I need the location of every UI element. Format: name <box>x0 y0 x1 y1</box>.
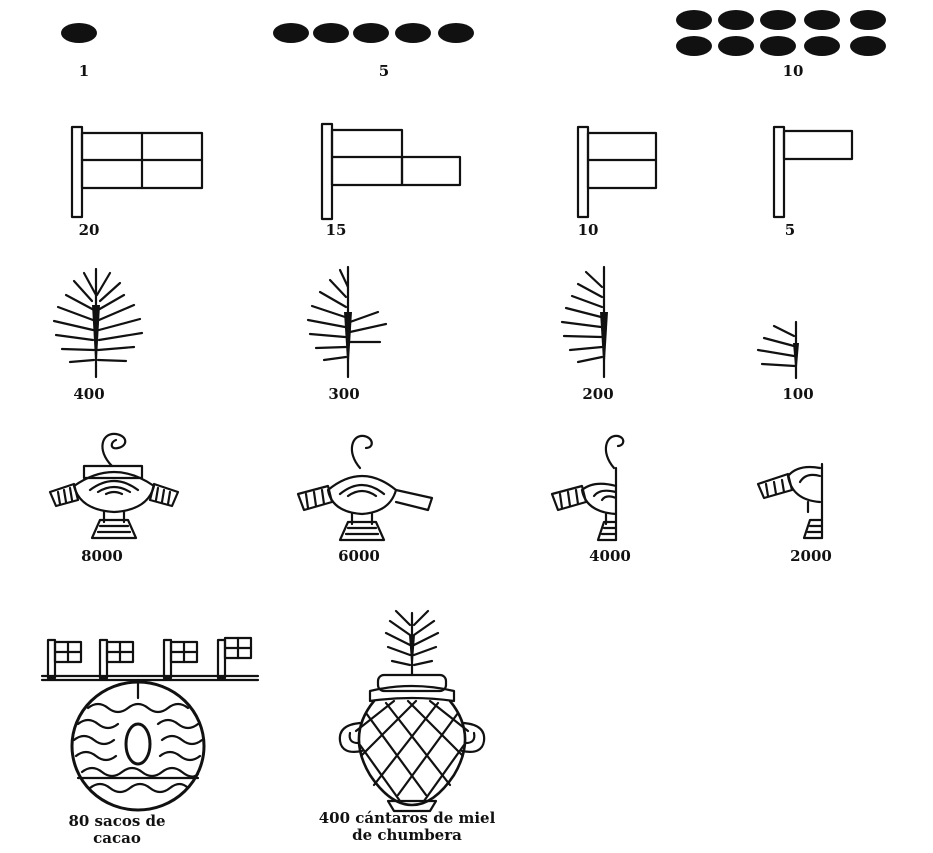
flag-glyph-20 <box>68 125 208 220</box>
label-5-dots: 5 <box>379 62 389 80</box>
flag-glyph-15 <box>318 122 466 222</box>
label-10-flag: 10 <box>578 221 599 239</box>
bag-glyph-6000 <box>292 428 437 543</box>
bag-glyph-8000 <box>44 428 184 543</box>
caption-honey: 400 cántaros de miel de chumbera <box>319 810 496 844</box>
label-100: 100 <box>782 385 813 403</box>
caption-cacao: 80 sacos de cacao <box>68 813 165 847</box>
label-1: 1 <box>79 62 89 80</box>
label-6000: 6000 <box>338 547 380 565</box>
label-10-dots: 10 <box>783 62 804 80</box>
caption-cacao-line2: cacao <box>68 830 165 847</box>
label-2000: 2000 <box>790 547 832 565</box>
caption-honey-line1: 400 cántaros de miel <box>319 810 496 827</box>
flag-glyph-10 <box>574 125 664 220</box>
bag-glyph-2000 <box>752 460 837 542</box>
dot-glyph-10 <box>674 8 894 60</box>
label-400: 400 <box>73 385 104 403</box>
dot-glyph-1 <box>60 20 100 46</box>
caption-honey-line2: de chumbera <box>319 827 496 844</box>
honey-jar-glyph <box>330 605 495 815</box>
feather-glyph-100 <box>750 318 805 380</box>
bag-glyph-4000 <box>546 428 636 543</box>
label-5-flag: 5 <box>785 221 795 239</box>
caption-cacao-line1: 80 sacos de <box>68 813 165 830</box>
label-8000: 8000 <box>81 547 123 565</box>
dot-glyph-5 <box>272 20 482 46</box>
cacao-sacks-glyph <box>38 628 263 823</box>
flag-glyph-5 <box>770 125 860 220</box>
feather-glyph-300 <box>300 262 400 380</box>
label-15: 15 <box>326 221 347 239</box>
label-200: 200 <box>582 385 613 403</box>
label-4000: 4000 <box>589 547 631 565</box>
label-300: 300 <box>328 385 359 403</box>
label-20: 20 <box>79 221 100 239</box>
feather-glyph-200 <box>556 262 626 380</box>
feather-glyph-400 <box>44 265 154 380</box>
